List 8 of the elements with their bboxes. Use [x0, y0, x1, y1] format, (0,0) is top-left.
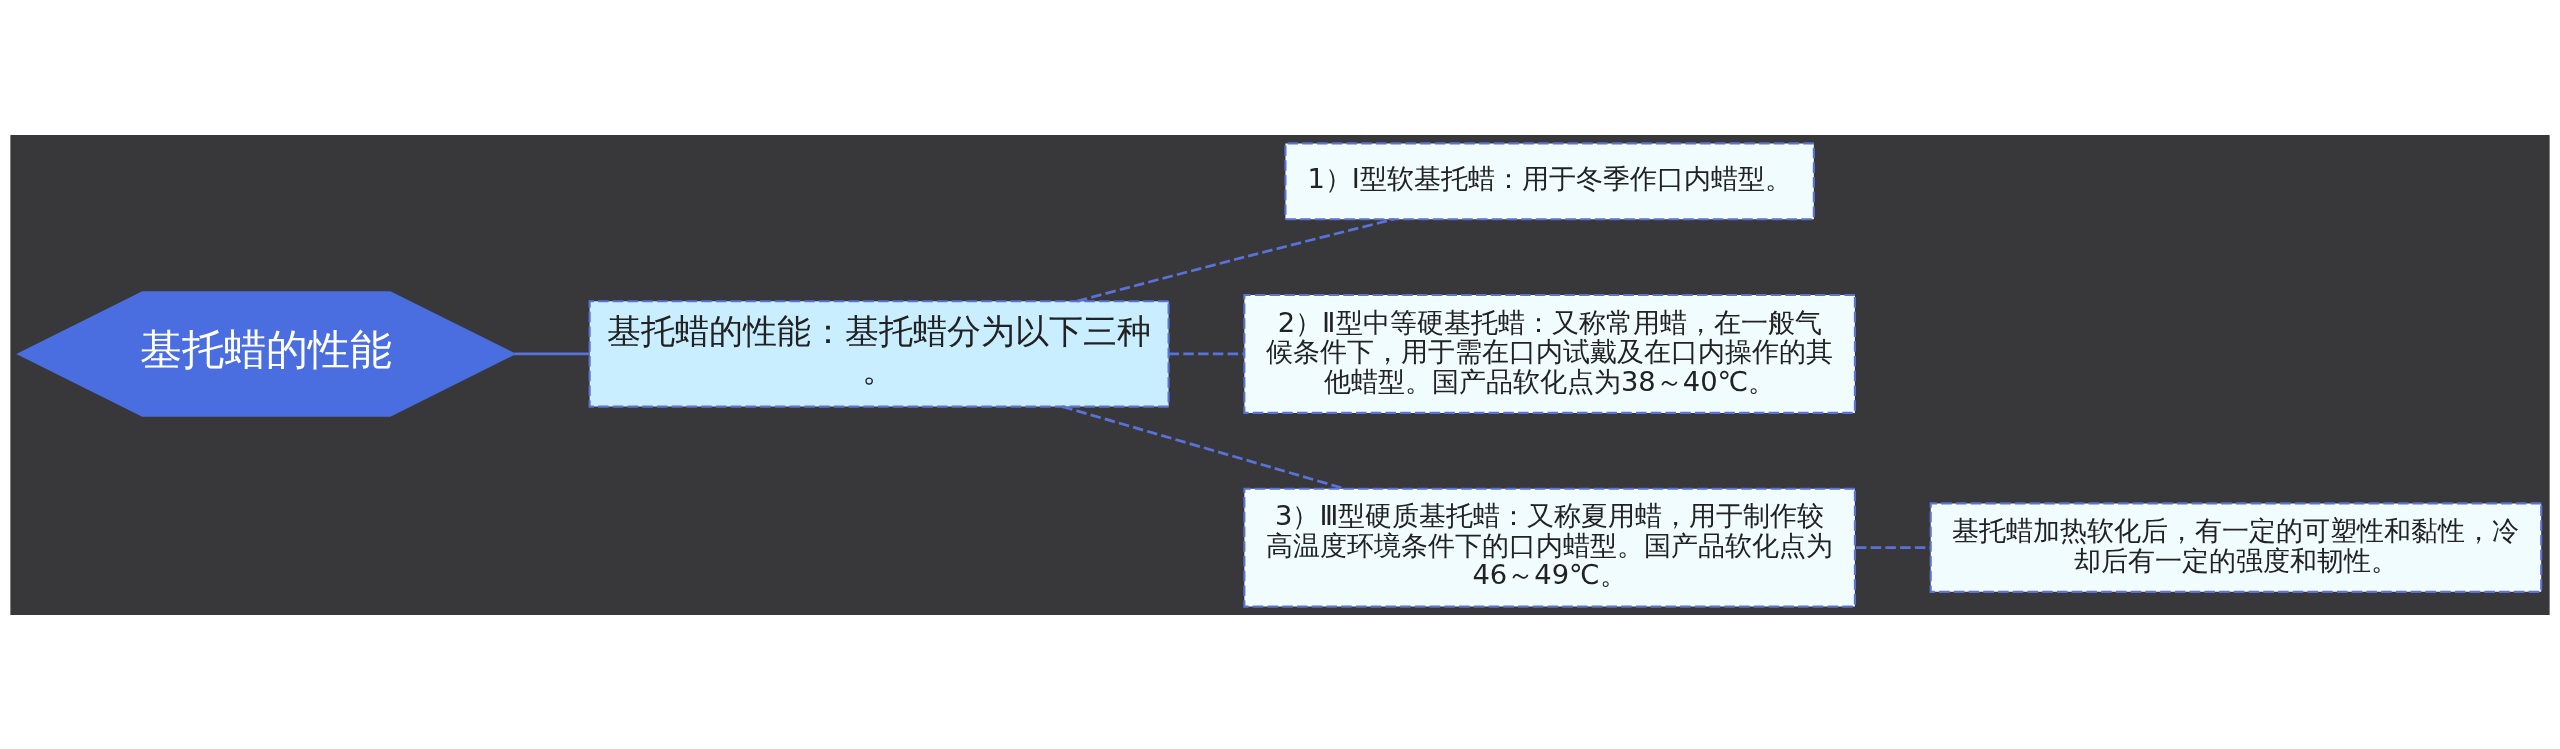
node-box: 3）Ⅲ型硬质基托蜡：又称夏用蜡，用于制作较高温度环境条件下的口内蜡型。国产品软化点为46～49℃。 [1243, 487, 1856, 608]
connector [1168, 352, 1245, 355]
connector [1076, 217, 1395, 302]
node-box: 基托蜡加热软化后，有一定的可塑性和黏性，冷却后有一定的强度和韧性。 [1929, 501, 2543, 593]
node-box: 基托蜡的性能：基托蜡分为以下三种。 [588, 299, 1170, 408]
node-box: 1）Ⅰ型软基托蜡：用于冬季作口内蜡型。 [1284, 141, 1815, 220]
connector [514, 352, 590, 355]
node-box: 2）Ⅱ型中等硬基托蜡：又称常用蜡，在一般气候条件下，用于需在口内试戴及在口内操作的其他蜡型。国产品软化点为38～40℃。 [1243, 293, 1856, 414]
